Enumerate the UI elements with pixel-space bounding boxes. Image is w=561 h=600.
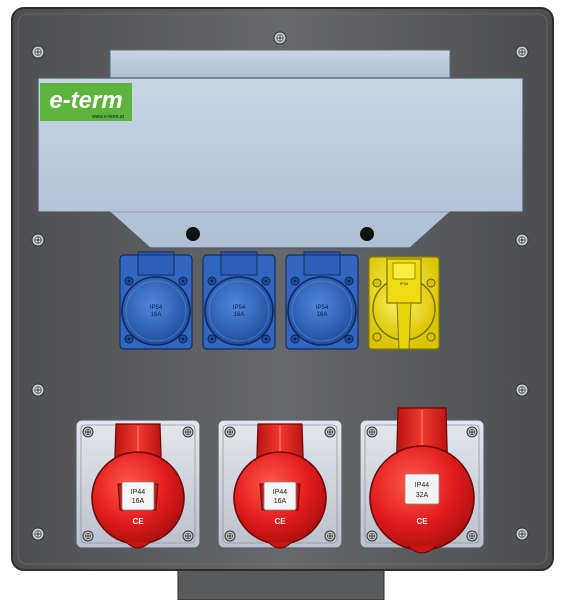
schuko-current: 16A (234, 312, 245, 318)
screw-icon (366, 426, 378, 438)
schuko-rating: IP54 (150, 305, 163, 311)
yellow-socket-rating: IP44 (400, 281, 409, 286)
ce-mark: CE (416, 517, 428, 526)
schuko-rating: IP54 (233, 305, 246, 311)
ce-mark: CE (274, 517, 286, 526)
screw-icon (182, 426, 194, 438)
schuko-current: 16A (151, 312, 162, 318)
screw-icon (466, 426, 478, 438)
screw-icon (224, 530, 236, 542)
cee-red-socket: IP44 16A CE (217, 419, 343, 549)
mounting-hole (360, 227, 374, 241)
cee-rating: IP44 (131, 489, 146, 496)
schuko-rating: IP54 (316, 305, 329, 311)
screw-icon (324, 530, 336, 542)
screw-icon (82, 426, 94, 438)
screw-icon (31, 45, 45, 59)
screw-icon (324, 426, 336, 438)
cee-current: 16A (132, 498, 145, 505)
cee-rating: IP44 (273, 489, 288, 496)
screw-icon (31, 233, 45, 247)
screw-icon (515, 233, 529, 247)
screw-icon (515, 527, 529, 541)
label-window (37, 49, 524, 249)
cee-red-socket: IP44 16A CE (75, 419, 201, 549)
screw-icon (224, 426, 236, 438)
screw-icon (31, 383, 45, 397)
screw-icon (466, 530, 478, 542)
screw-icon (82, 530, 94, 542)
brand-logo: e-term www.e-term.at (40, 83, 132, 121)
logo-text: e-term (49, 87, 122, 114)
cee-current: 16A (274, 498, 287, 505)
screw-icon (273, 31, 287, 45)
logo-url: www.e-term.at (92, 114, 125, 120)
screw-icon (515, 45, 529, 59)
yellow-cee-socket: IP44 (368, 256, 440, 350)
screw-icon (182, 530, 194, 542)
cee-red-socket: IP44 32A CE (359, 407, 485, 554)
base-stand (177, 567, 385, 600)
cee-current: 32A (416, 492, 429, 499)
cee-rating: IP44 (415, 482, 430, 489)
ce-mark: CE (132, 517, 144, 526)
screw-icon (515, 383, 529, 397)
mounting-hole (186, 227, 200, 241)
screw-icon (31, 527, 45, 541)
screw-icon (366, 530, 378, 542)
schuko-current: 16A (317, 312, 328, 318)
